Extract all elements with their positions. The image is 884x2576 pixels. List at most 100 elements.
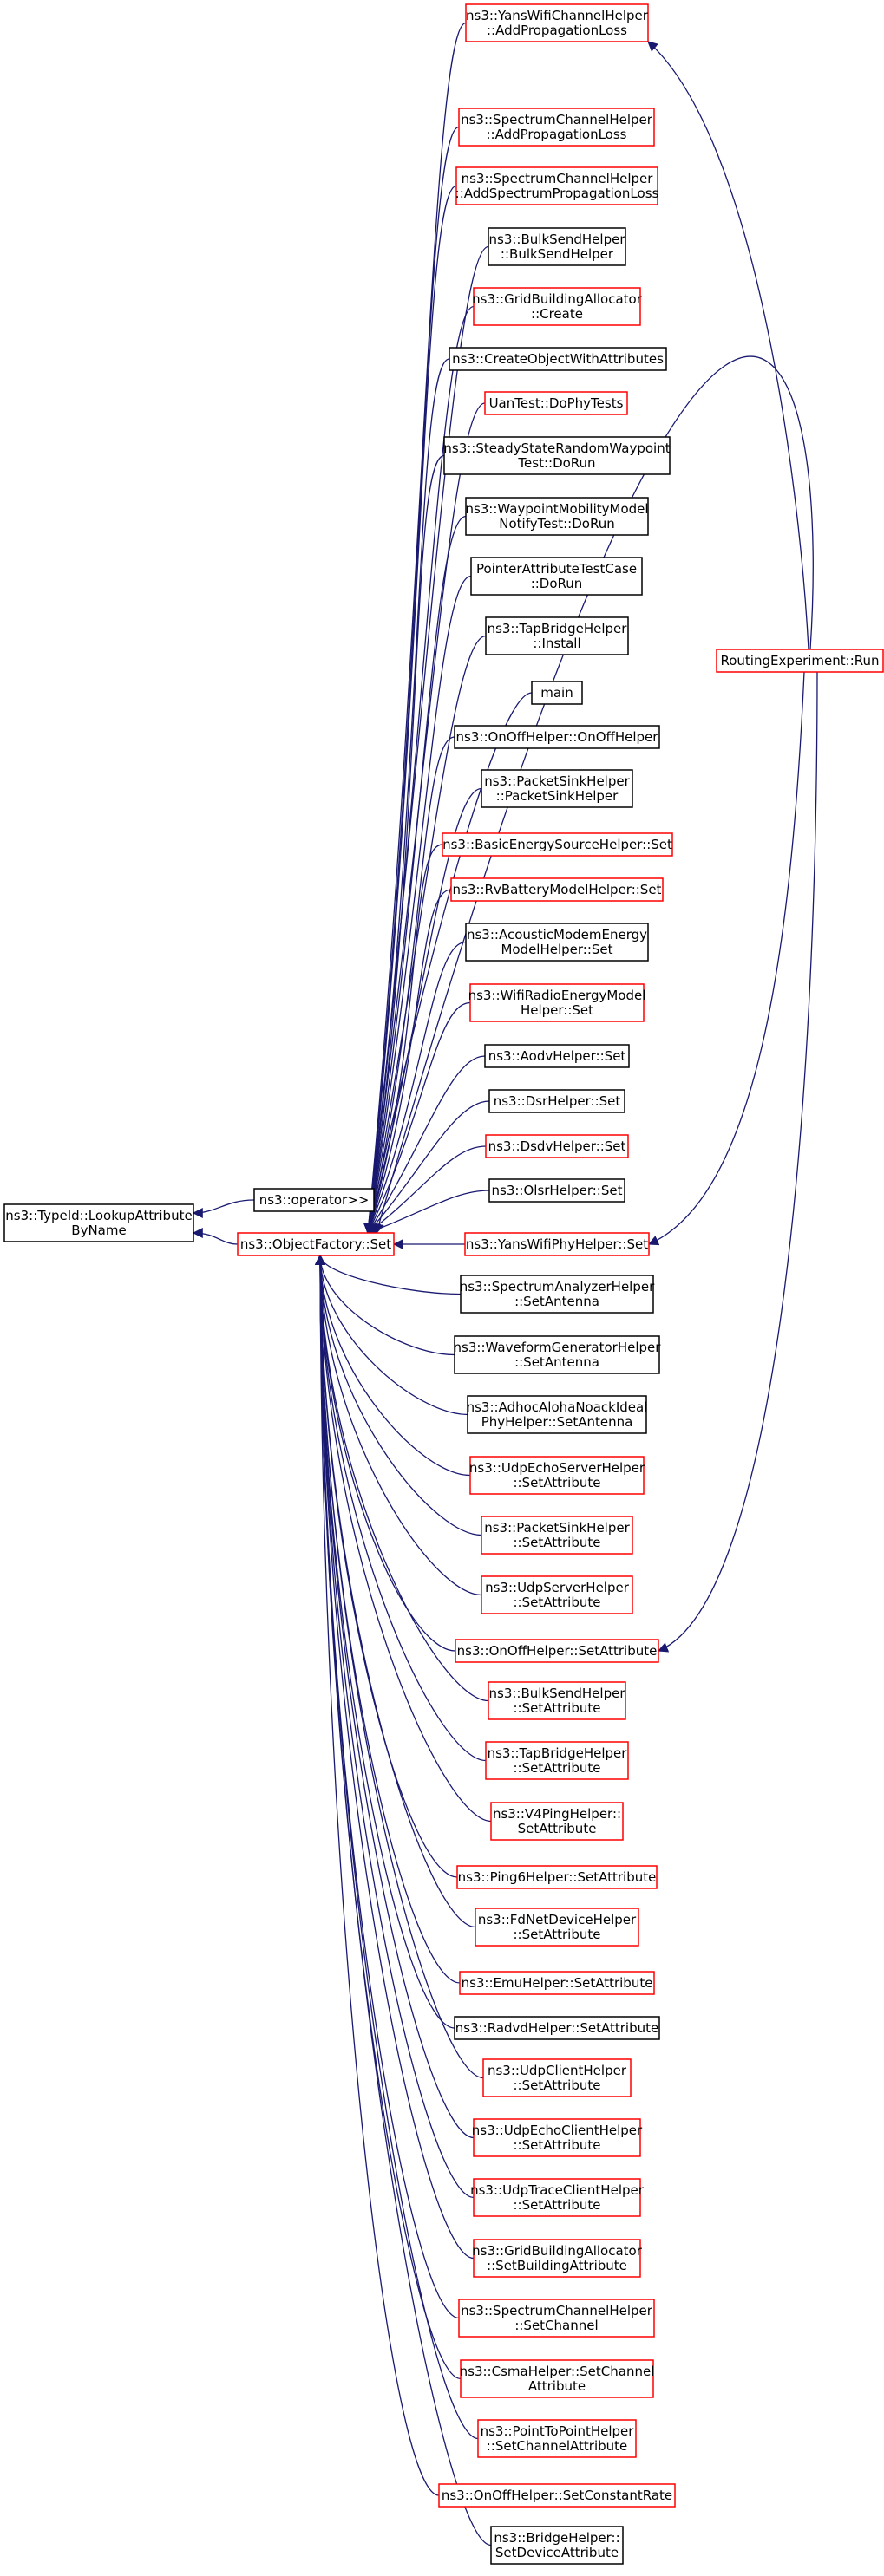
node-packetsink_ctor[interactable]: ns3::PacketSinkHelper::PacketSinkHelper [481,769,633,808]
node-csma_setchannelattr[interactable]: ns3::CsmaHelper::SetChannelAttribute [460,2359,655,2398]
node-label-line: ns3::YansWifiChannelHelper [466,8,649,23]
call-edge [315,1254,475,2260]
node-main[interactable]: main [531,681,583,705]
call-edge [364,692,533,1235]
node-spectrumchannel_addspectrum[interactable]: ns3::SpectrumChannelHelper::AddSpectrumP… [455,166,659,205]
node-spectrumanalyzer_setantenna[interactable]: ns3::SpectrumAnalyzerHelper::SetAntenna [460,1275,655,1314]
node-label-line: ns3::BulkSendHelper [489,1686,626,1701]
node-box [485,1741,629,1780]
node-label-line: ns3::EmuHelper::SetAttribute [462,1975,653,1991]
call-edge [657,671,818,1653]
call-edge [315,1254,489,1702]
node-yanswifichannel_addprop[interactable]: ns3::YansWifiChannelHelper::AddPropagati… [465,3,649,42]
node-box [460,2359,654,2398]
node-tapbridge_install[interactable]: ns3::TapBridgeHelper::Install [485,616,629,655]
node-label-line: ns3::AodvHelper::Set [488,1048,626,1064]
node-olsr_set[interactable]: ns3::OlsrHelper::Set [488,1178,625,1203]
node-p2p_setchannelattr[interactable]: ns3::PointToPointHelper::SetChannelAttri… [477,2419,637,2458]
node-bulksend_ctor[interactable]: ns3::BulkSendHelper::BulkSendHelper [488,227,626,266]
node-label-line: PhyHelper::SetAntenna [481,1414,633,1430]
node-radvd_setattr[interactable]: ns3::RadvdHelper::SetAttribute [454,2016,660,2040]
node-operator[interactable]: ns3::operator>> [253,1188,375,1212]
node-label-line: ns3::Ping6Helper::SetAttribute [458,1869,657,1885]
node-pointerattribute_dorun[interactable]: PointerAttributeTestCase::DoRun [470,557,643,596]
node-box [459,1971,655,1995]
node-box [460,1275,654,1314]
node-label-line: ns3::BridgeHelper:: [494,2530,619,2546]
call-edge [315,1254,492,1823]
node-box [484,391,628,415]
node-label-line: ns3::PointToPointHelper [481,2423,635,2439]
node-ping6_setattr[interactable]: ns3::Ping6Helper::SetAttribute [456,1865,658,1889]
node-box [253,1188,375,1212]
node-spectrumchannel_addprop[interactable]: ns3::SpectrumChannelHelper::AddPropagati… [458,108,655,147]
node-box [481,1575,633,1614]
node-onoff_ctor[interactable]: ns3::OnOffHelper::OnOffHelper [454,725,660,749]
node-tapbridge_setattr[interactable]: ns3::TapBridgeHelper::SetAttribute [485,1741,629,1780]
node-bridge_setdeviceattr[interactable]: ns3::BridgeHelper::SetDeviceAttribute [490,2526,624,2565]
node-spectrumchannel_setchannel[interactable]: ns3::SpectrumChannelHelper::SetChannel [458,2299,655,2338]
node-box [465,497,649,536]
node-onoff_setattr[interactable]: ns3::OnOffHelper::SetAttribute [455,1639,659,1663]
node-label-line: ns3::CsmaHelper::SetChannel [460,2364,655,2379]
node-box [454,725,660,749]
node-udpechoserver_setattr[interactable]: ns3::UdpEchoServerHelper::SetAttribute [469,1456,645,1495]
call-edge [367,1145,487,1234]
node-bulksend_setattr[interactable]: ns3::BulkSendHelper::SetAttribute [488,1681,626,1720]
node-label-line: ns3::OnOffHelper::SetAttribute [457,1643,658,1659]
node-dsr_set[interactable]: ns3::DsrHelper::Set [488,1089,625,1113]
node-box [438,2483,676,2508]
node-dsdv_set[interactable]: ns3::DsdvHelper::Set [485,1134,629,1158]
call-edge [315,1254,482,1596]
node-label-line: ::SetAttribute [514,2137,601,2153]
node-label-line: ns3::GridBuildingAllocator [472,2243,643,2259]
call-edge [192,1199,255,1218]
node-onoff_setconstantrate[interactable]: ns3::OnOffHelper::SetConstantRate [438,2483,676,2508]
node-box [481,769,633,808]
node-label-line: ns3::TapBridgeHelper [488,621,628,636]
node-waveformgen_setantenna[interactable]: ns3::WaveformGeneratorHelper::SetAntenna [454,1335,662,1374]
node-emu_setattr[interactable]: ns3::EmuHelper::SetAttribute [459,1971,655,1995]
node-createobjectwithattributes[interactable]: ns3::CreateObjectWithAttributes [449,347,667,371]
node-yanswifiphy_set[interactable]: ns3::YansWifiPhyHelper::Set [464,1232,650,1256]
node-adhocaloha_setantenna[interactable]: ns3::AdhocAlohaNoackIdealPhyHelper::SetA… [467,1395,648,1434]
node-udpechoclient_setattr[interactable]: ns3::UdpEchoClientHelper::SetAttribute [472,2118,643,2157]
node-basicenergy_set[interactable]: ns3::BasicEnergySourceHelper::Set [442,832,673,857]
node-label-line: ns3::UdpTraceClientHelper [470,2182,645,2198]
call-edge [363,454,445,1235]
node-box [458,2299,655,2338]
node-gridbuilding_create[interactable]: ns3::GridBuildingAllocator::Create [472,287,643,326]
node-gridbuilding_setbuildingattr[interactable]: ns3::GridBuildingAllocator::SetBuildingA… [472,2239,643,2278]
call-edge [363,126,460,1235]
call-edge [366,1190,490,1235]
node-label-line: ::AddPropagationLoss [486,127,626,142]
node-udpserver_setattr[interactable]: ns3::UdpServerHelper::SetAttribute [481,1575,633,1614]
node-packetsink_setattr[interactable]: ns3::PacketSinkHelper::SetAttribute [481,1516,633,1555]
call-edge [315,1254,479,2440]
node-label-line: ::SetAttribute [514,1927,601,1942]
node-udptraceclient_setattr[interactable]: ns3::UdpTraceClientHelper::SetAttribute [470,2178,645,2217]
node-label-line: ns3::AdhocAlohaNoackIdeal [467,1399,648,1415]
node-box [464,1232,650,1256]
node-steadystate_dorun[interactable]: ns3::SteadyStateRandomWaypointTest::DoRu… [443,436,671,475]
call-edge [315,1254,460,2319]
node-label-line: ::PacketSinkHelper [496,788,619,804]
node-label-line: Test::DoRun [517,455,595,471]
node-fdnetdevice_setattr[interactable]: ns3::FdNetDeviceHelper::SetAttribute [475,1908,639,1947]
node-rvbattery_set[interactable]: ns3::RvBatteryModelHelper::Set [450,877,664,902]
node-waypoint_dorun[interactable]: ns3::WaypointMobilityModelNotifyTest::Do… [465,497,649,536]
node-v4ping_setattr[interactable]: ns3::V4PingHelper::SetAttribute [490,1802,624,1841]
node-routing_run[interactable]: RoutingExperiment::Run [716,649,884,673]
node-label-line: ns3::UdpServerHelper [485,1580,630,1595]
node-aodv_set[interactable]: ns3::AodvHelper::Set [484,1044,630,1068]
node-box [485,616,629,655]
node-udpclient_setattr[interactable]: ns3::UdpClientHelper::SetAttribute [482,2058,632,2097]
node-box [484,1044,630,1068]
node-box [237,1232,395,1256]
node-uantest_dophytests[interactable]: UanTest::DoPhyTests [484,391,628,415]
node-objectfactory_set[interactable]: ns3::ObjectFactory::Set [237,1232,395,1256]
